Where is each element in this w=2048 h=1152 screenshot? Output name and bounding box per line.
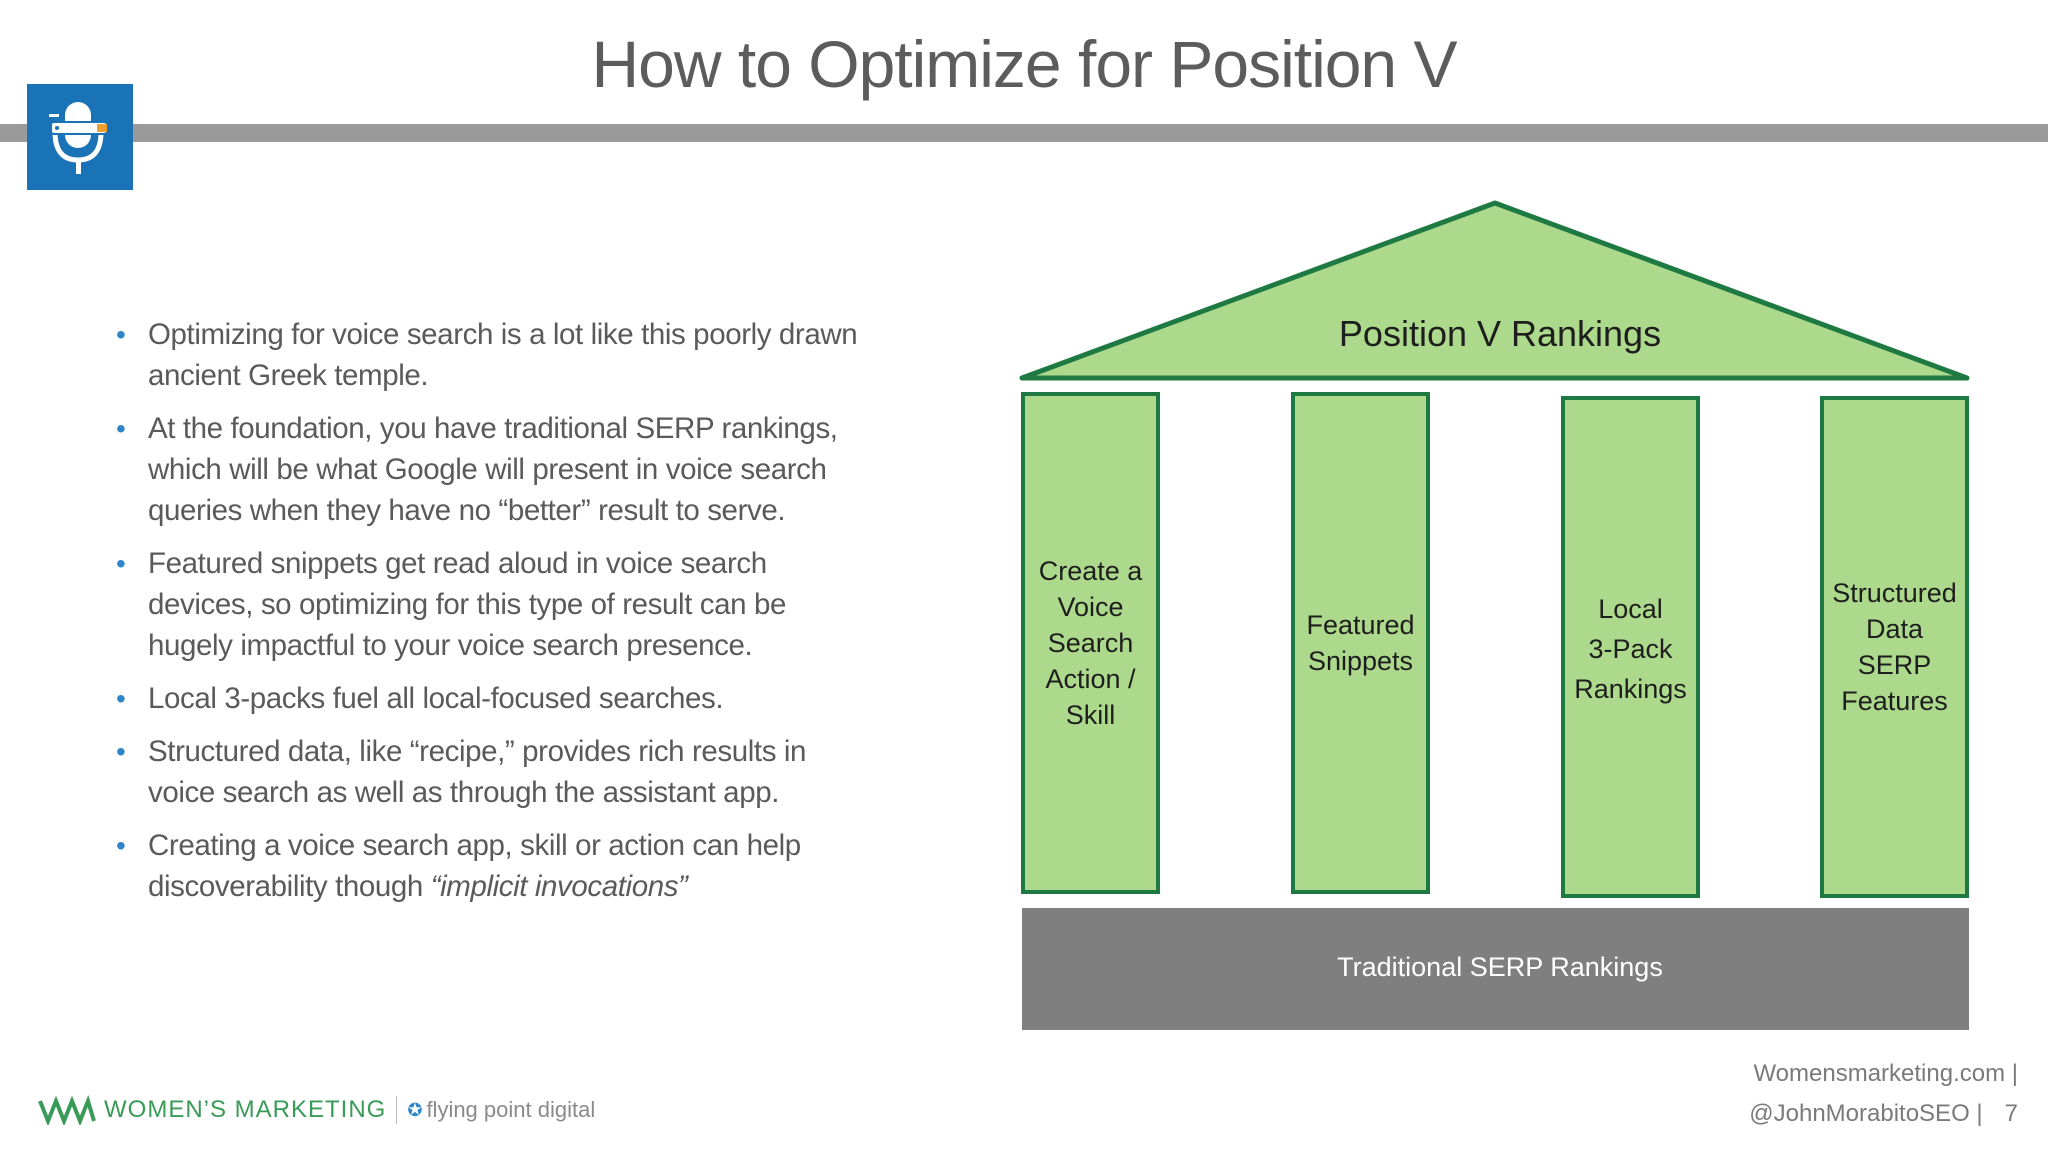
- bullet-dot-icon: •: [116, 683, 126, 714]
- pillar-label-line: Structured: [1832, 578, 1957, 608]
- logo-divider: [396, 1096, 398, 1124]
- pillar-label-line: Local: [1598, 594, 1663, 624]
- footer-site: Womensmarketing.com |: [1753, 1060, 2018, 1087]
- bullet-item: • Optimizing for voice search is a lot li…: [112, 314, 872, 396]
- temple-base: [1022, 908, 1969, 1030]
- title-divider-bar: [0, 124, 2048, 142]
- base-label: Traditional SERP Rankings: [1337, 952, 1663, 982]
- bullet-italic-text: “implicit invocations”: [430, 870, 688, 903]
- microphone-search-icon: [27, 84, 133, 190]
- bullet-item: • Featured snippets get read aloud in voi…: [112, 543, 872, 666]
- bullet-dot-icon: •: [116, 413, 126, 444]
- bullet-text: Creating a voice search app, skill or ac…: [148, 829, 801, 903]
- flying-point-logo-icon: ✪: [407, 1099, 423, 1120]
- bullet-text: Local 3-packs fuel all local-focused sea…: [148, 682, 724, 715]
- womens-marketing-logo-icon: [38, 1095, 96, 1125]
- footer-credits: Womensmarketing.com | @JohnMorabitoSEO |…: [1749, 1054, 2018, 1134]
- pillar-label-line: Snippets: [1307, 646, 1414, 676]
- bullet-dot-icon: •: [116, 548, 126, 579]
- bullet-dot-icon: •: [116, 736, 126, 767]
- slide-title: How to Optimize for Position V: [591, 27, 1458, 101]
- pillar-label-line: Featured: [1306, 610, 1415, 640]
- flying-point-logo-text: flying point digital: [426, 1097, 596, 1122]
- pillar-label-line: Skill: [1065, 700, 1116, 730]
- pillar-label-line: 3-Pack: [1588, 634, 1673, 664]
- bullet-item: • At the foundation, you have traditional…: [112, 408, 872, 531]
- page-number: 7: [2004, 1100, 2018, 1127]
- pillar-4: [1820, 396, 1969, 898]
- bullet-list: • Optimizing for voice search is a lot li…: [112, 314, 872, 919]
- bullet-text: Featured snippets get read aloud in voic…: [148, 547, 786, 662]
- footer-handle: @JohnMorabitoSEO |: [1749, 1100, 1983, 1127]
- pillar-label-line: Features: [1841, 686, 1948, 716]
- pillar-label-line: Action /: [1045, 664, 1136, 694]
- pillar-label-line: Data: [1865, 614, 1924, 644]
- pillar-label-line: Create a: [1038, 556, 1143, 586]
- bullet-item: • Creating a voice search app, skill or a…: [112, 825, 872, 907]
- bullet-item: • Structured data, like “recipe,” provide…: [112, 731, 872, 813]
- footer-logos: WOMEN’S MARKETING ✪ flying point digital: [38, 1090, 595, 1130]
- bullet-text: Structured data, like “recipe,” provides…: [148, 735, 807, 809]
- pillar-label-line: Voice: [1057, 592, 1124, 622]
- pillar-2: [1291, 392, 1430, 894]
- bullet-text: Optimizing for voice search is a lot lik…: [148, 318, 858, 392]
- bullet-dot-icon: •: [116, 830, 126, 861]
- pillar-3: [1561, 396, 1700, 898]
- pillar-label-line: Search: [1047, 628, 1134, 658]
- pillar-label-line: Rankings: [1574, 674, 1687, 704]
- bullet-text: At the foundation, you have traditional …: [148, 412, 838, 527]
- pillar-label-line: SERP: [1857, 650, 1932, 680]
- temple-roof: [1019, 200, 1970, 381]
- pillar-1: [1021, 392, 1160, 894]
- bullet-item: • Local 3-packs fuel all local-focused se…: [112, 678, 872, 719]
- bullet-dot-icon: •: [116, 319, 126, 350]
- roof-label: Position V Rankings: [1338, 313, 1662, 354]
- womens-marketing-logo-text: WOMEN’S MARKETING: [104, 1096, 387, 1123]
